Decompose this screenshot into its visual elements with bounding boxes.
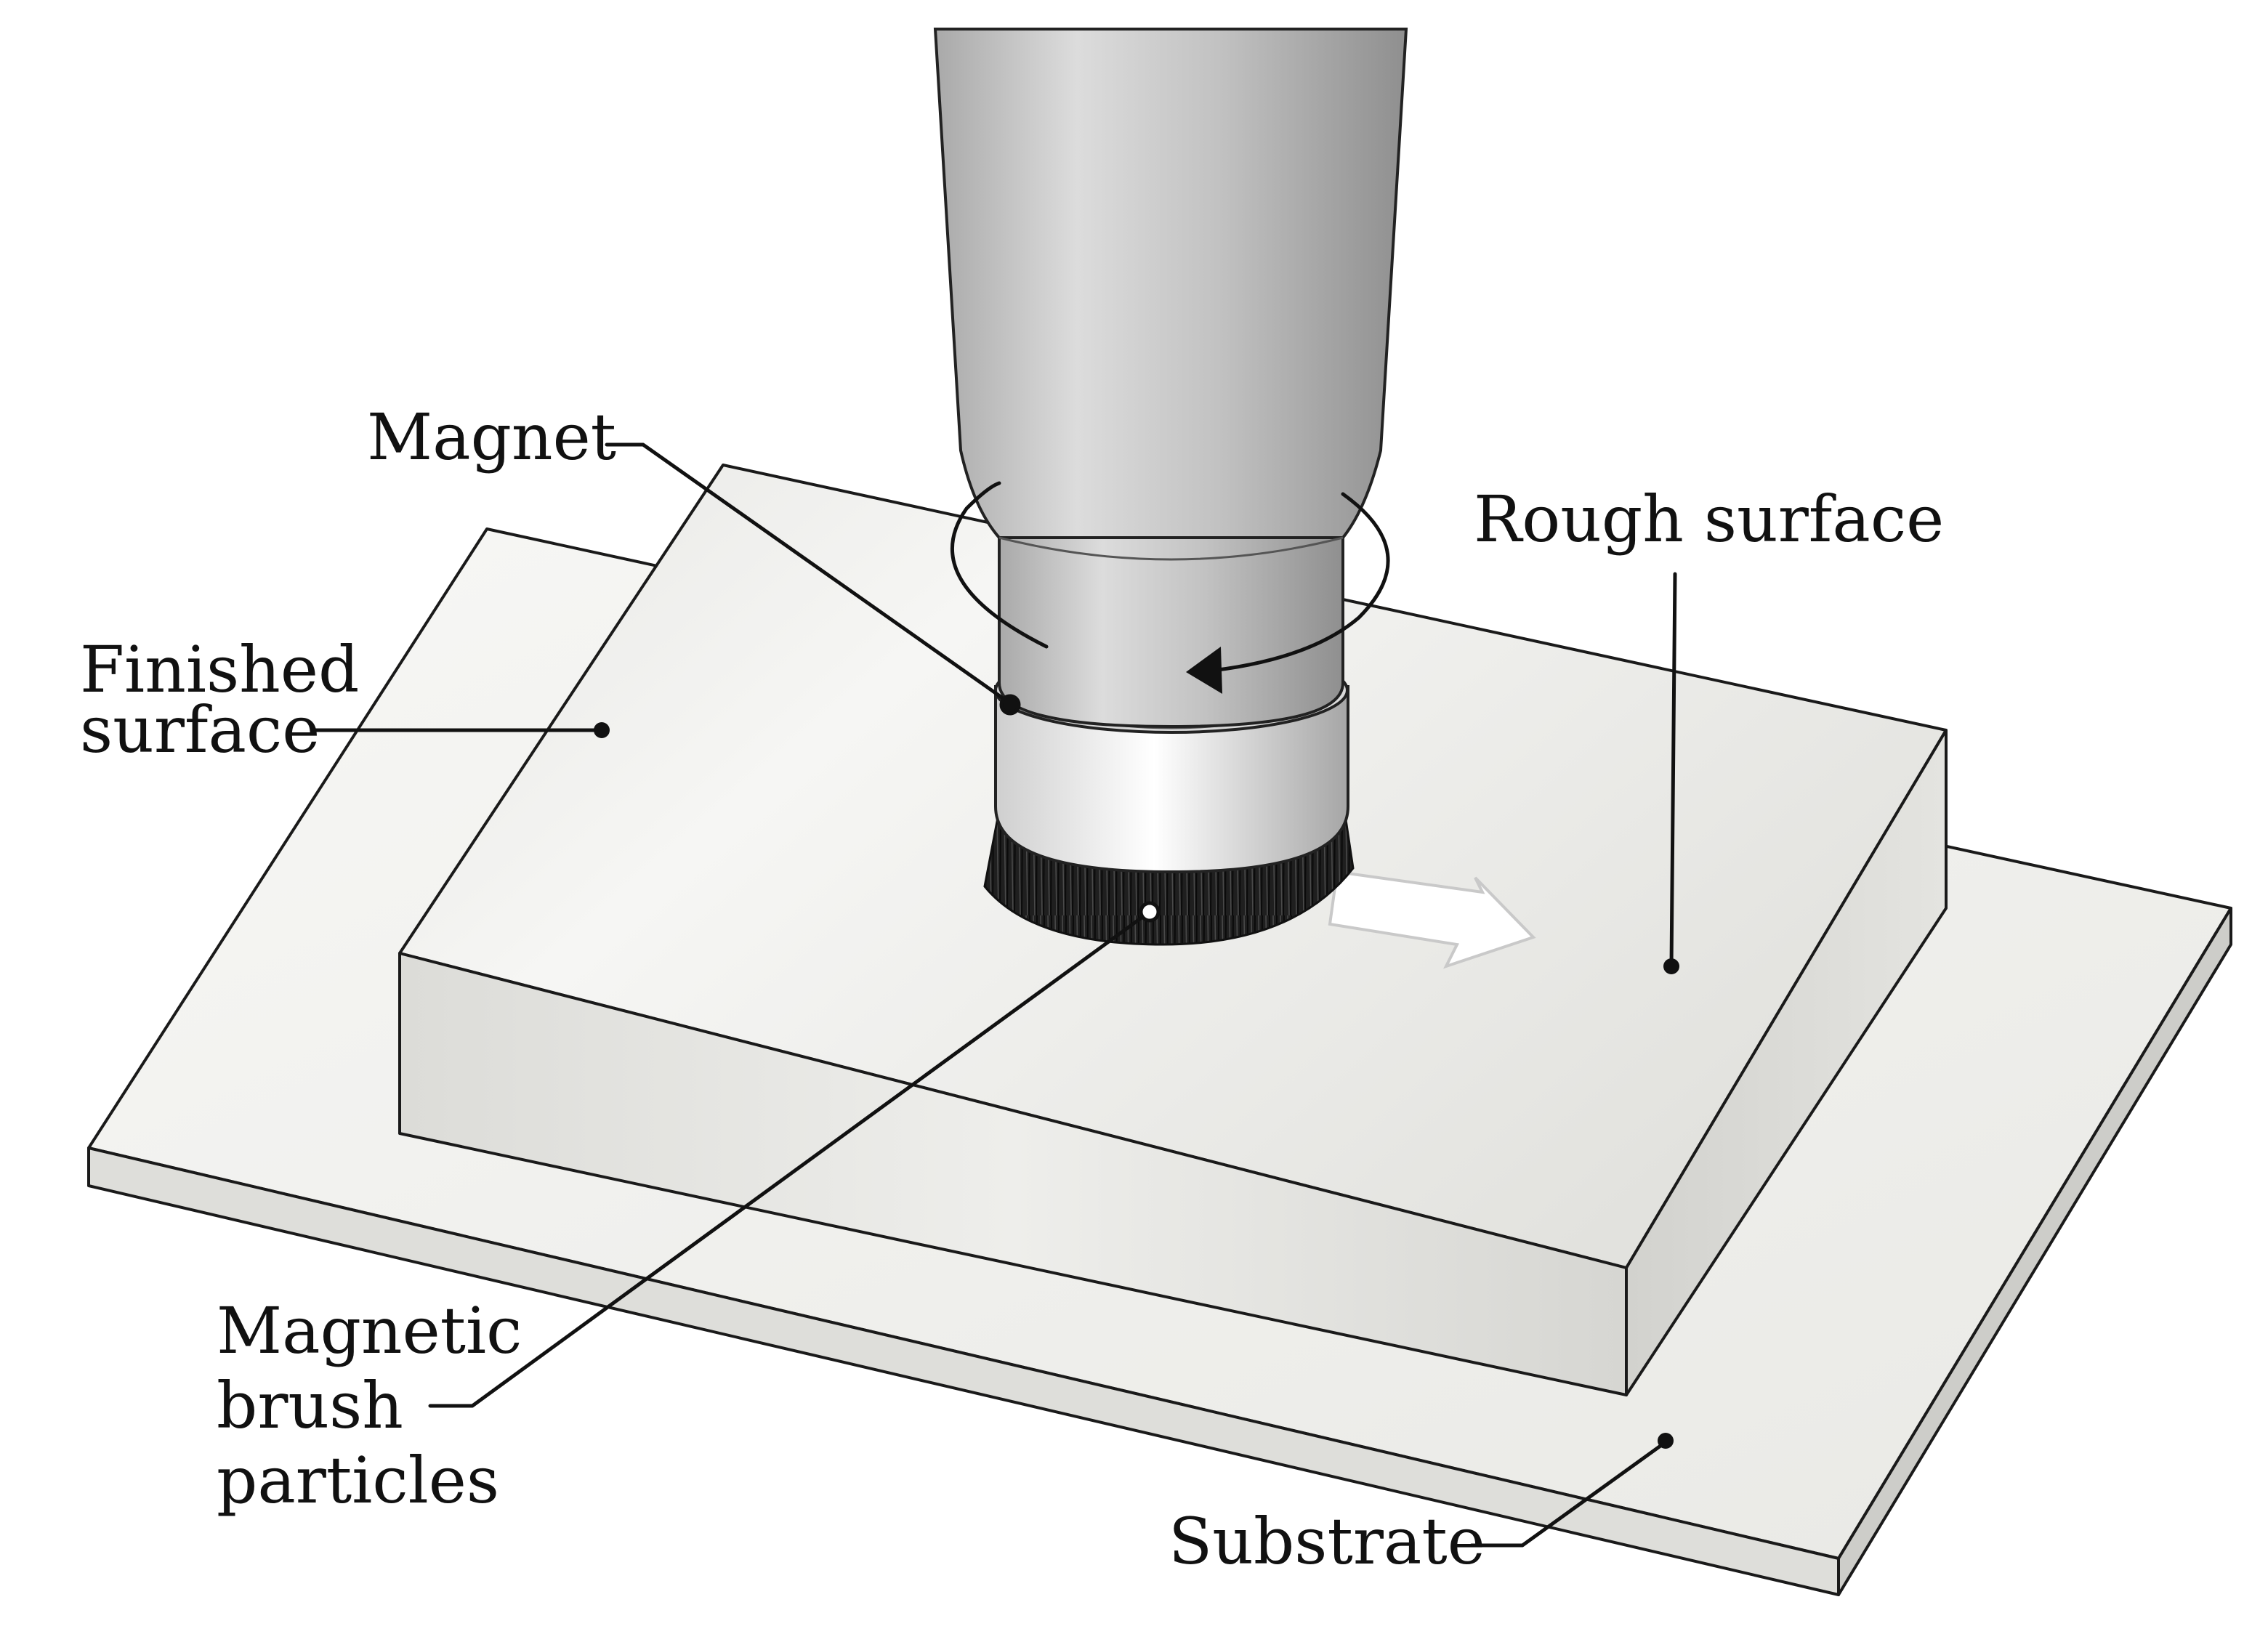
finished-surface-label-line-2: surface [80,692,320,767]
finished-surface-leader [314,722,610,738]
rotation-arrow-icon [950,481,1390,694]
substrate-label: Substrate [1169,1504,1485,1579]
substrate-leader [1469,1433,1674,1548]
motion-direction-arrow-icon [1328,870,1536,969]
magnetic-brush-particles-leader [428,901,1161,1408]
magnetic-brush-particles-label-line-1: Magnetic [217,1293,522,1368]
rough-surface-leader [1663,572,1679,974]
finished-surface-label-line-1: Finished [80,632,359,707]
magnet-leader [605,442,1021,716]
rough-surface-label: Rough surface [1474,482,1944,557]
magnetic-brush-particles-label-line-2: brush [217,1368,403,1443]
magnet [994,685,1349,874]
magnet-label: Magnet [367,400,616,474]
polishing-tool [933,28,1408,946]
magnetic-brush-particles-label-line-3: particles [217,1443,499,1518]
